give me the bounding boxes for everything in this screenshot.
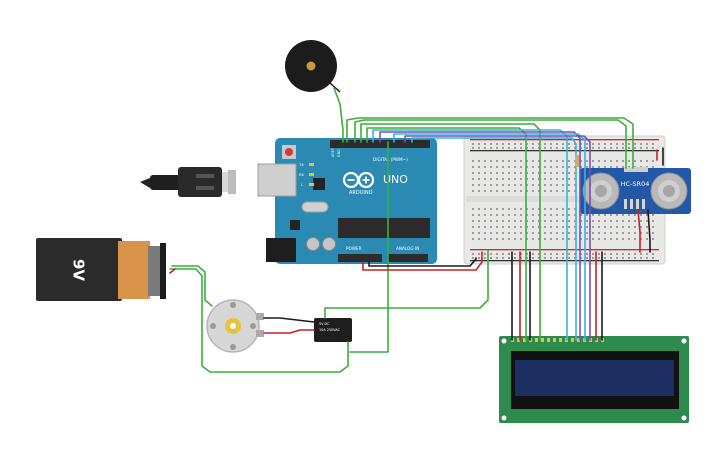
relay-label-1: 5V DC <box>319 322 330 326</box>
wire-battery-neg <box>169 268 176 274</box>
wires <box>169 87 664 373</box>
wire-5v <box>362 251 483 271</box>
wire-digital-7 <box>393 133 586 341</box>
digital-header <box>330 140 430 148</box>
power-jack <box>266 238 296 262</box>
usb-cable <box>140 167 236 197</box>
gnd-label: GND <box>337 149 341 157</box>
wire-digital-3 <box>360 123 541 341</box>
ultrasonic-sensor-hc-sr04[interactable]: HC-SR04 <box>580 167 691 214</box>
breadboard-holes <box>472 143 654 259</box>
wire-buzzer <box>333 87 344 143</box>
tx-label: TX <box>298 163 304 167</box>
wire-sensor-gnd <box>647 209 651 253</box>
arduino-wordmark: ARDUINO <box>349 190 373 196</box>
analog-header <box>388 254 428 262</box>
rx-label: RX <box>299 173 304 177</box>
battery-9v[interactable]: 9V <box>36 238 166 301</box>
wire-digital-5 <box>372 129 568 341</box>
power-header <box>338 254 382 262</box>
resistor <box>575 155 579 167</box>
wire-digital-9 <box>411 137 577 341</box>
relay-label-2: 10A 250VAC <box>319 328 341 332</box>
wire-relay-breadboard <box>324 249 489 319</box>
arduino-model: UNO <box>383 173 408 186</box>
wire-gnd <box>368 257 477 267</box>
wire-relay-signal <box>349 141 389 353</box>
wire-digital-6 <box>379 131 581 341</box>
wire-digital-2 <box>354 119 627 169</box>
piezo-buzzer[interactable] <box>285 40 341 93</box>
digital-pwm-label: DIGITAL (PWM~) <box>373 157 408 162</box>
analog-in-label: ANALOG IN <box>396 246 419 251</box>
wire-motor-bottom <box>263 329 315 334</box>
power-label: POWER <box>346 246 362 251</box>
wire-digital-1 <box>346 117 634 169</box>
relay-module[interactable]: 5V DC 10A 250VAC <box>314 318 352 342</box>
atmega-chip <box>338 218 430 238</box>
wire-battery-pos <box>169 268 349 373</box>
arduino-logo-icon <box>342 171 375 189</box>
sensor-label: HC-SR04 <box>621 180 650 188</box>
wire-digital-8 <box>404 135 591 341</box>
lcd-16x2[interactable] <box>499 336 689 423</box>
arduino-uno[interactable]: UNO ARDUINO DIGITAL (PWM~) POWER ANALOG … <box>257 138 437 264</box>
aref-label: AREF <box>331 148 335 157</box>
dc-motor[interactable] <box>206 299 264 353</box>
wire-battery-motor <box>171 265 213 307</box>
usb-port <box>257 163 297 197</box>
wire-sensor-vcc <box>637 209 641 253</box>
wire-motor-relay <box>263 317 315 323</box>
led-l-label: L <box>301 183 303 187</box>
wire-digital-4 <box>366 127 527 341</box>
battery-label: 9V <box>70 259 88 281</box>
